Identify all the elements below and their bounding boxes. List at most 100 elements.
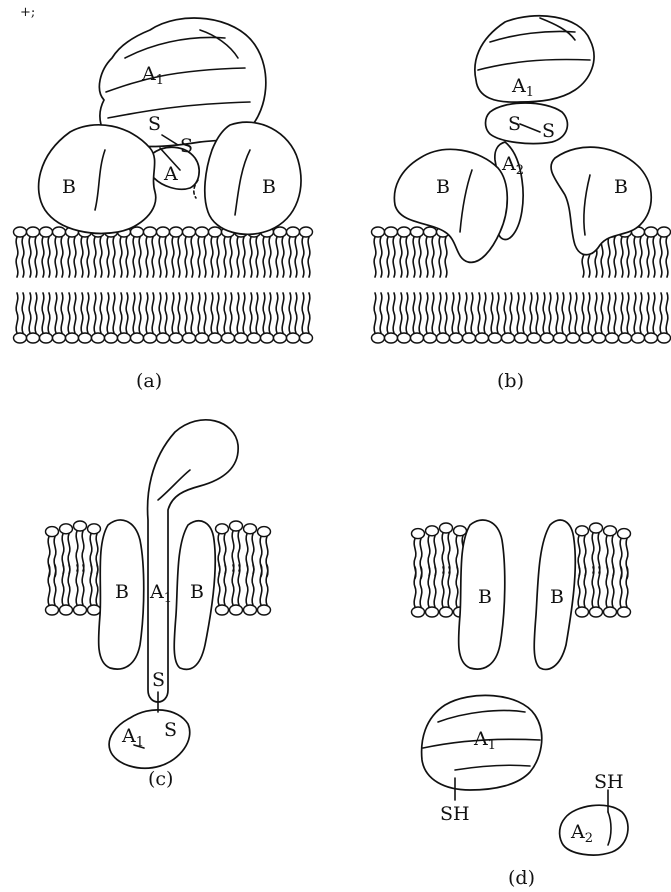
lipid-head-lower (235, 293, 248, 343)
lipid-head-upper (79, 227, 92, 277)
lipid-head-upper (66, 227, 79, 277)
caption-a: (a) (136, 370, 162, 392)
label-c-s2: S (164, 719, 177, 741)
label-d-b-left: B (478, 586, 492, 608)
lipid-head-lower (74, 565, 87, 615)
lipid-head-upper (385, 227, 398, 277)
lipid-head-lower (528, 293, 541, 343)
lipid-head-lower (411, 293, 424, 343)
lipid-head-lower (258, 565, 271, 615)
lipid-head-lower (244, 565, 257, 615)
lipid-head-lower (567, 293, 580, 343)
lipid-head-lower (463, 293, 476, 343)
lipid-head-lower (79, 293, 92, 343)
label-d-b-right: B (550, 586, 564, 608)
lipid-head-lower (287, 293, 300, 343)
lipid-head-lower (183, 293, 196, 343)
b-subunit-left (39, 125, 156, 234)
lipid-head-lower (118, 293, 131, 343)
lipid-head-upper (244, 524, 257, 574)
lipid-head-lower (66, 293, 79, 343)
lipid-head-upper (398, 227, 411, 277)
label-d-sh1: SH (440, 803, 470, 825)
lipid-head-lower (424, 293, 437, 343)
caption-b: (b) (497, 370, 524, 392)
lipid-head-upper (230, 521, 243, 571)
lipid-head-lower (27, 293, 40, 343)
lipid-head-lower (450, 293, 463, 343)
lipid-head-lower (88, 565, 101, 615)
lipid-head-upper (170, 227, 183, 277)
lipid-head-lower (632, 293, 645, 343)
lipid-head-lower (619, 293, 632, 343)
lipid-head-upper (632, 227, 645, 277)
membrane-fragments-d (412, 523, 631, 617)
lipid-head-lower (604, 567, 617, 617)
lipid-head-lower (590, 567, 603, 617)
lipid-head-upper (92, 227, 105, 277)
lipid-head-upper (440, 523, 453, 573)
label-b-s1: S (508, 113, 521, 135)
lipid-head-lower (131, 293, 144, 343)
lipid-head-lower (222, 293, 235, 343)
lipid-head-upper (261, 227, 274, 277)
lipid-head-lower (209, 293, 222, 343)
lipid-head-upper (274, 227, 287, 277)
lipid-head-upper (658, 227, 671, 277)
b-b-subunit-left (394, 149, 507, 262)
label-a-a: A (163, 163, 178, 185)
lipid-head-lower (437, 293, 450, 343)
lipid-head-upper (40, 227, 53, 277)
label-c-b-left: B (115, 581, 129, 603)
b-b-subunit-right (551, 147, 651, 255)
lipid-head-upper (412, 529, 425, 579)
lipid-head-upper (411, 227, 424, 277)
membrane-bilayer-b (372, 227, 671, 343)
label-b-s2: S (542, 120, 555, 142)
lipid-head-upper (118, 227, 131, 277)
lipid-head-lower (248, 293, 261, 343)
lipid-head-upper (645, 227, 658, 277)
lipid-head-lower (40, 293, 53, 343)
lipid-head-lower (372, 293, 385, 343)
lipid-head-upper (372, 227, 385, 277)
lipid-head-upper (74, 521, 87, 571)
lipid-head-lower (105, 293, 118, 343)
lipid-head-lower (476, 293, 489, 343)
label-b-a2: A2 (501, 153, 524, 178)
lipid-head-upper (300, 227, 313, 277)
lipid-head-upper (144, 227, 157, 277)
lipid-head-upper (424, 227, 437, 277)
caption-c: (c) (148, 768, 173, 790)
label-b-b-left: B (436, 176, 450, 198)
lipid-head-lower (230, 565, 243, 615)
lipid-head-upper (258, 527, 271, 577)
lipid-head-upper (196, 227, 209, 277)
lipid-head-upper (426, 526, 439, 576)
label-c-b-right: B (190, 581, 204, 603)
lipid-head-lower (157, 293, 170, 343)
lipid-head-lower (14, 293, 27, 343)
lipid-head-lower (541, 293, 554, 343)
lipid-head-upper (60, 524, 73, 574)
lipid-head-lower (274, 293, 287, 343)
lipid-head-lower (554, 293, 567, 343)
lipid-head-upper (216, 524, 229, 574)
lipid-head-upper (27, 227, 40, 277)
label-a-s2: S (180, 135, 193, 157)
corner-mark: +; (20, 5, 35, 20)
lipid-head-lower (515, 293, 528, 343)
lipid-head-lower (593, 293, 606, 343)
label-a-b-left: B (62, 176, 76, 198)
lipid-head-lower (412, 567, 425, 617)
lipid-head-lower (144, 293, 157, 343)
membrane-bilayer-a (14, 227, 313, 343)
lipid-head-lower (489, 293, 502, 343)
lipid-head-lower (385, 293, 398, 343)
lipid-head-upper (183, 227, 196, 277)
panel-d: B B A1 SH SH A2 (d) (422, 520, 628, 889)
lipid-head-lower (658, 293, 671, 343)
label-b-b-right: B (614, 176, 628, 198)
lipid-head-lower (618, 567, 631, 617)
